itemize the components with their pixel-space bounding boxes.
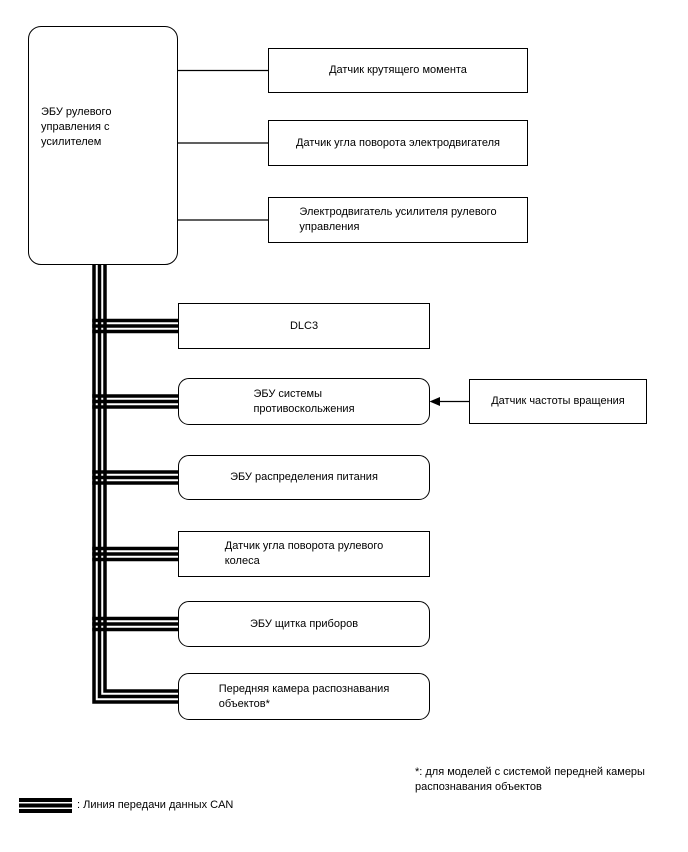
node-power-steering-ecu-label: ЭБУ рулевого управления с усилителем (41, 106, 112, 148)
arrowhead-left-icon (429, 397, 440, 406)
node-front-recognition-camera: Передняя камера распознавания объектов* (178, 673, 430, 720)
node-power-distribution-ecu: ЭБУ распределения питания (178, 455, 430, 500)
node-skid-control-ecu-label: ЭБУ системы противоскольжения (253, 387, 355, 415)
node-torque-sensor-label: Датчик крутящего момента (329, 64, 467, 77)
node-power-steering-motor: Электродвигатель усилителя рулевого упра… (268, 197, 528, 243)
node-power-distribution-ecu-label: ЭБУ распределения питания (230, 471, 378, 484)
node-front-recognition-camera-label: Передняя камера распознавания объектов* (218, 682, 390, 710)
footnote-text: *: для моделей с системой передней камер… (415, 766, 645, 794)
legend-label: : Линия передачи данных CAN (77, 799, 234, 811)
wheel-speed-arrow (429, 397, 469, 406)
node-instrument-cluster-ecu-label: ЭБУ щитка приборов (249, 617, 359, 630)
node-motor-rotation-angle-sensor-label: Датчик угла поворота электродвигателя (296, 136, 500, 149)
node-dlc3: DLC3 (178, 303, 430, 349)
node-power-steering-ecu: ЭБУ рулевого управления с усилителем (28, 26, 178, 265)
direct-wire-lines (178, 69, 268, 221)
node-steering-angle-sensor-label: Датчик угла поворота рулевого колеса (224, 540, 384, 567)
legend-can-line-icon (19, 798, 72, 813)
node-power-steering-motor-label: Электродвигатель усилителя рулевого упра… (299, 206, 497, 233)
node-motor-rotation-angle-sensor: Датчик угла поворота электродвигателя (268, 120, 528, 166)
node-wheel-speed-sensor-label: Датчик частоты вращения (491, 395, 625, 408)
node-torque-sensor: Датчик крутящего момента (268, 48, 528, 93)
can-bus-branches (92, 318, 179, 632)
node-skid-control-ecu: ЭБУ системы противоскольжения (178, 378, 430, 425)
node-steering-angle-sensor: Датчик угла поворота рулевого колеса (178, 531, 430, 577)
node-wheel-speed-sensor: Датчик частоты вращения (469, 379, 647, 424)
node-dlc3-label: DLC3 (289, 319, 319, 332)
node-instrument-cluster-ecu: ЭБУ щитка приборов (178, 601, 430, 647)
